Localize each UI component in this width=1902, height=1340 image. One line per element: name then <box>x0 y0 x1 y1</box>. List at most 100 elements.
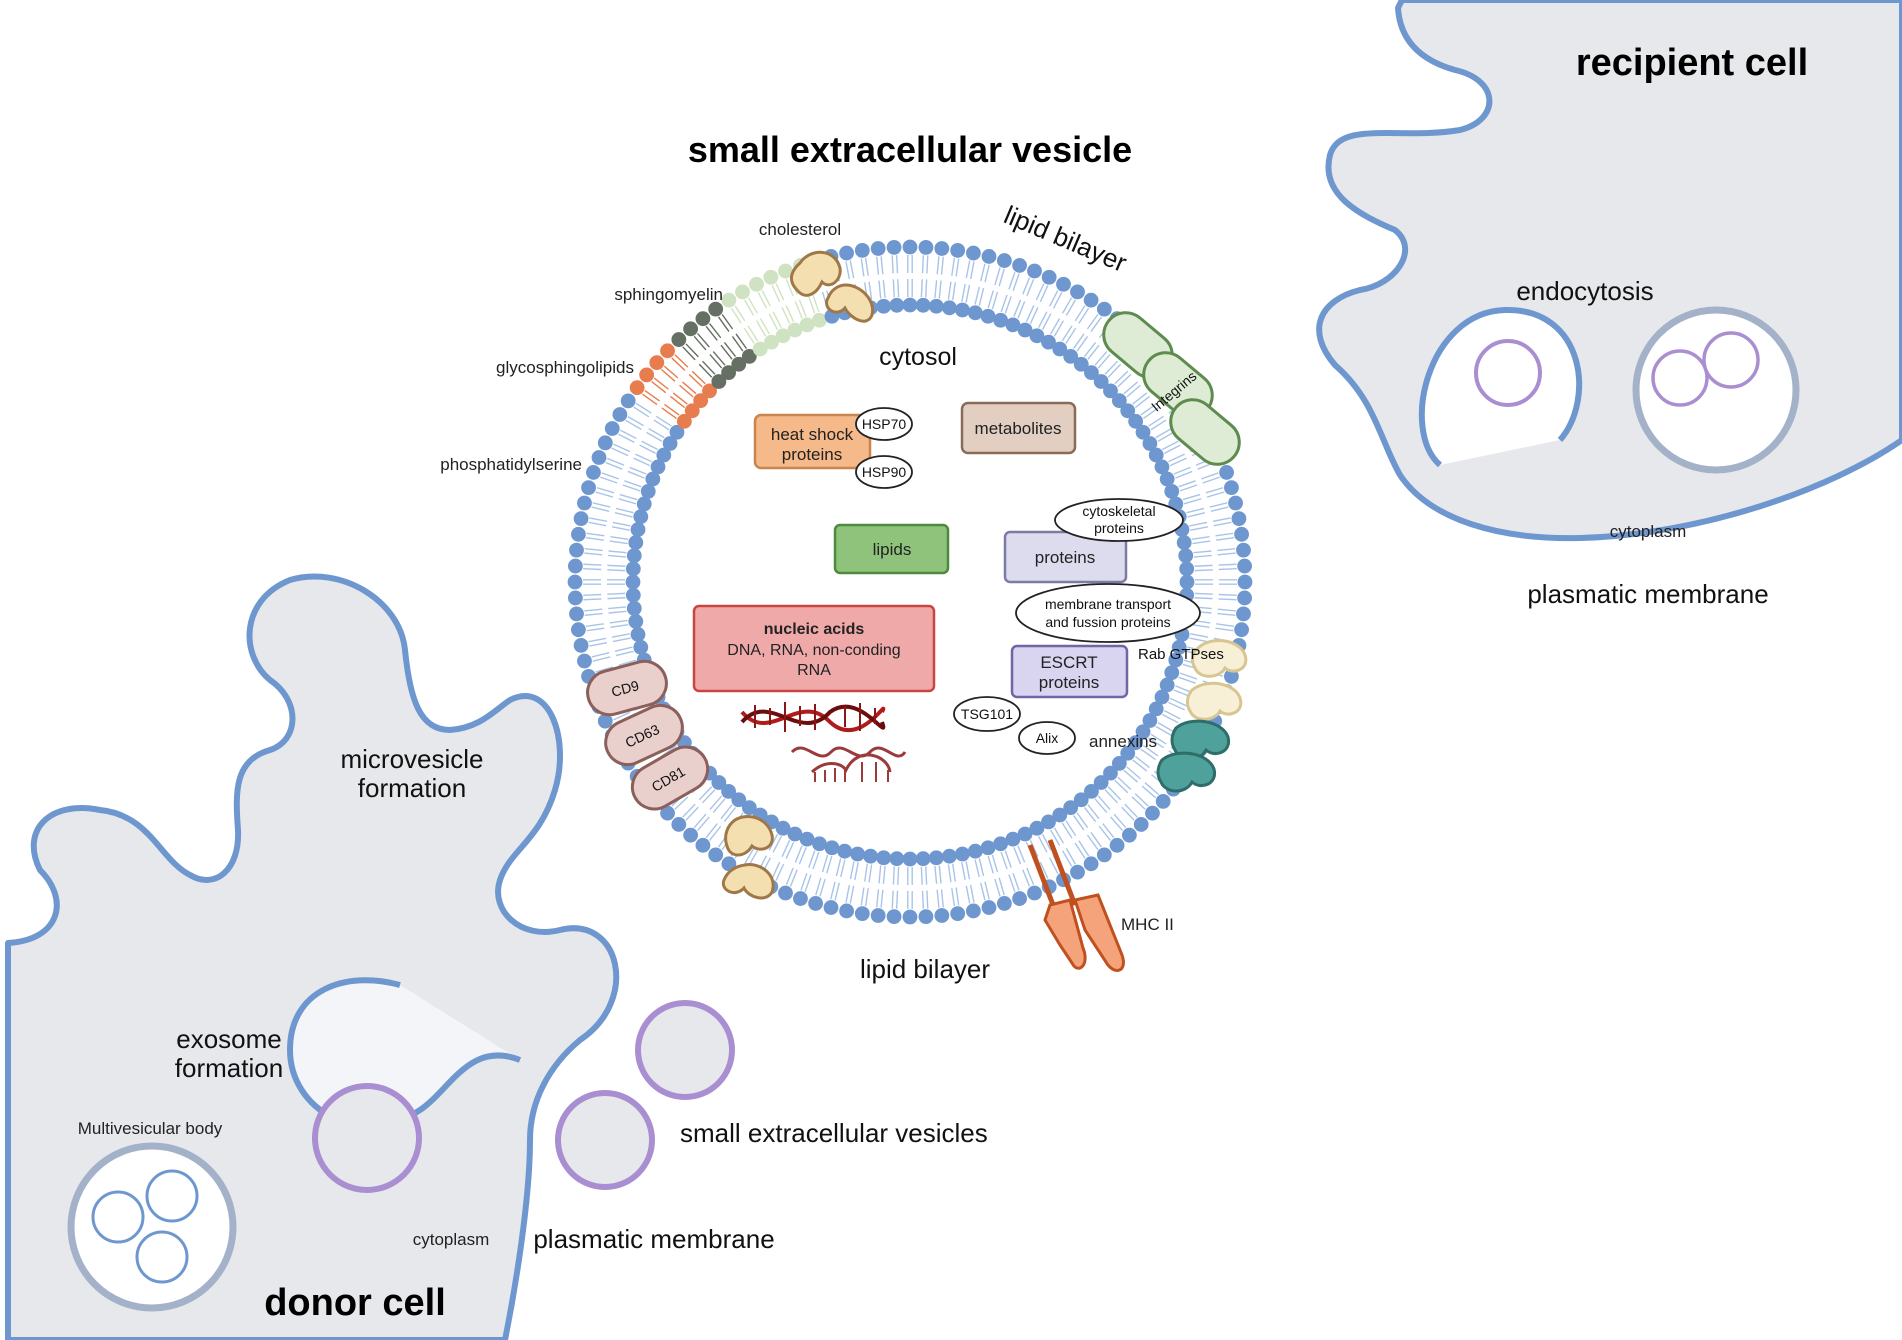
lipid-head <box>660 805 675 821</box>
cholesterol-molecule <box>721 863 775 900</box>
lipid-head <box>630 522 646 537</box>
lipid-head <box>793 891 808 906</box>
lipid-head <box>870 908 886 923</box>
lipid-head <box>752 341 768 357</box>
lipid-head <box>708 847 724 863</box>
rab-gtpases-label: Rab GTPses <box>1138 646 1224 663</box>
exosome-label: exosome <box>176 1024 282 1054</box>
lipid-head <box>942 848 957 864</box>
metabolites-box <box>960 401 1077 455</box>
lipid-head <box>1154 689 1170 705</box>
lipid-head <box>967 305 983 321</box>
lipid-head <box>918 909 934 925</box>
lipid-head <box>1005 317 1021 333</box>
mhc-ii <box>1027 839 1125 972</box>
lipid-head <box>735 284 750 300</box>
lipid-head <box>1231 511 1247 527</box>
lipid-head <box>1121 827 1137 843</box>
lipids-label: lipids <box>873 540 912 559</box>
lipid-head <box>1083 856 1099 872</box>
lipid-head <box>721 292 737 308</box>
lipid-head <box>676 413 692 429</box>
lipid-head <box>902 239 918 255</box>
lipid-head <box>1111 393 1127 409</box>
lipid-head <box>1017 826 1033 842</box>
lipid-head <box>1083 292 1099 308</box>
lipid-head <box>711 775 727 790</box>
lipid-head <box>1179 561 1195 577</box>
lipid-head <box>981 900 997 915</box>
lipid-head <box>708 301 724 317</box>
cytoskeletal-badge <box>1054 498 1184 542</box>
lipid-head <box>863 848 878 864</box>
recipient-membrane-label: plasmatic membrane <box>1527 579 1768 609</box>
lipid-head <box>996 896 1012 911</box>
cholesterol-label: cholesterol <box>759 220 841 239</box>
metabolites-label: metabolites <box>975 419 1062 438</box>
recipient-cell-title: recipient cell <box>1576 42 1808 84</box>
escrt-label-2: proteins <box>1039 673 1099 692</box>
lipid-head <box>567 590 583 606</box>
lipid-head <box>577 495 592 511</box>
lipid-head <box>671 817 687 832</box>
lipid-head <box>1083 365 1099 381</box>
lipid-head <box>571 622 586 638</box>
heat-shock-label: heat shock <box>771 425 854 444</box>
lipid-head <box>965 245 981 261</box>
lipid-head <box>1029 328 1045 344</box>
lipid-head <box>1135 724 1151 740</box>
mhc-chain <box>1073 893 1125 972</box>
lipid-head <box>567 558 583 574</box>
lipid-head <box>625 561 641 577</box>
lipid-head <box>1164 665 1180 680</box>
lipid-head <box>1083 783 1099 799</box>
lipid-head <box>824 840 840 856</box>
lipid-head <box>586 465 601 480</box>
lipid-head <box>1176 535 1192 550</box>
lipid-head <box>731 356 747 372</box>
lipid-head <box>942 300 957 316</box>
escrt-label: ESCRT <box>1040 653 1097 672</box>
lipid-head <box>1237 574 1253 590</box>
lipid-head <box>1103 383 1118 399</box>
lipid-head <box>628 614 644 629</box>
lipid-head <box>1234 622 1249 638</box>
lipid-head <box>702 383 717 399</box>
lipid-head <box>934 241 950 256</box>
lipid-head <box>1093 775 1109 790</box>
lipid-head <box>1070 284 1085 300</box>
nucleic-acids: nucleic acids DNA, RNA, non-conding RNA <box>692 604 936 782</box>
lipid-head <box>656 447 672 463</box>
lipid-bilayer-bottom-label: lipid bilayer <box>860 954 990 984</box>
lipid-head <box>1070 864 1085 880</box>
lipid-head <box>636 496 652 512</box>
lipid-head <box>567 574 583 590</box>
mhc-transmembrane <box>1027 844 1058 911</box>
nucleic-acids-line3: RNA <box>797 662 831 679</box>
lipid-head <box>628 535 644 550</box>
heat-shock-label-2: proteins <box>782 445 842 464</box>
tsg101-badge <box>953 696 1021 732</box>
lipid-head <box>886 909 902 925</box>
lipid-head <box>1236 606 1251 622</box>
cd81-protein: CD81 <box>630 745 710 811</box>
recipient-cytoplasm-label: cytoplasm <box>1610 522 1687 541</box>
nucleic-acids-line2: DNA, RNA, non-conding <box>727 642 900 659</box>
hsp70-label: HSP70 <box>862 416 907 432</box>
cytoskeletal-label: cytoskeletal <box>1082 503 1155 519</box>
released-vesicle <box>635 1000 735 1100</box>
lipid-head <box>1237 590 1253 606</box>
lipid-head <box>1041 269 1057 285</box>
membrane-transport-label: membrane transport <box>1045 596 1171 612</box>
lipid-head <box>1029 820 1045 836</box>
lipid-head <box>889 297 905 313</box>
lipid-head <box>775 328 791 344</box>
lipid-head <box>639 367 655 383</box>
lipid-head <box>569 542 584 558</box>
donor-cell-title: donor cell <box>264 1282 446 1324</box>
lipid-head <box>1178 548 1194 564</box>
lipid-head <box>1120 403 1136 419</box>
lipid-head <box>650 459 666 475</box>
lipid-head <box>915 851 931 867</box>
lipid-head <box>684 403 700 419</box>
